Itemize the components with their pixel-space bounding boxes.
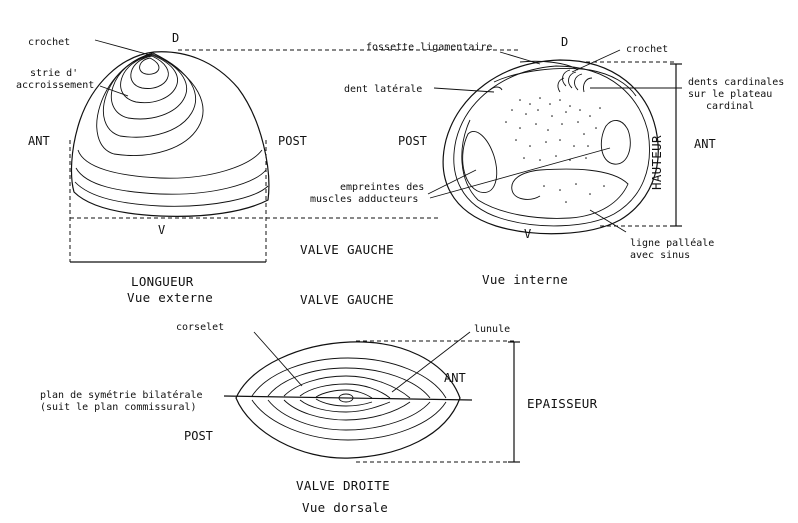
dorsal-rings xyxy=(251,357,447,441)
external-strie-leader xyxy=(99,85,129,97)
internal-view: fossette ligamentaire D crochet dent lat… xyxy=(310,35,784,287)
dorsal-commissure-line xyxy=(223,395,473,401)
external-view: crochet strie d' accroissement D ANT POS… xyxy=(16,31,520,305)
dorsal-post-label: POST xyxy=(184,429,213,443)
external-crochet-label: crochet xyxy=(28,37,70,48)
internal-dent-laterale-label: dent latérale xyxy=(344,83,422,95)
internal-anterior-muscle-scar xyxy=(600,120,631,165)
internal-empreintes-label-1: empreintes des xyxy=(340,182,424,193)
middle-valve-caption: VALVE GAUCHE xyxy=(300,292,394,307)
internal-pallial-line xyxy=(461,119,629,219)
internal-dents-card-label-3: cardinal xyxy=(706,101,754,112)
external-crochet-leader xyxy=(94,39,151,56)
dorsal-shell-outline xyxy=(235,341,461,459)
internal-inner-margin xyxy=(453,65,650,227)
internal-empreintes-label-2: muscles adducteurs xyxy=(310,194,418,205)
external-view-caption: Vue externe xyxy=(127,290,213,305)
internal-ligne-label-1: ligne palléale xyxy=(630,237,714,249)
internal-crochet-leader xyxy=(571,49,621,73)
dorsal-plan-label-1: plan de symétrie bilatérale xyxy=(40,389,203,401)
external-valve-caption: VALVE GAUCHE xyxy=(300,242,394,257)
external-shell-outline xyxy=(70,51,270,217)
internal-empreintes-leader-2 xyxy=(429,147,611,199)
internal-stipple xyxy=(505,97,605,203)
internal-ligament-pit xyxy=(519,60,579,71)
internal-ligne-leader xyxy=(589,209,627,233)
internal-d-label: D xyxy=(561,35,568,49)
external-growth-rings xyxy=(74,52,269,207)
dorsal-epaisseur-label: EPAISSEUR xyxy=(527,396,598,411)
internal-hauteur-label: HAUTEUR xyxy=(649,135,664,190)
internal-posterior-muscle-scar xyxy=(462,131,498,193)
internal-empreintes-leader-1 xyxy=(427,169,477,195)
internal-fossette-leader xyxy=(499,51,541,65)
dorsal-corselet-label: corselet xyxy=(176,322,224,333)
dorsal-corselet-leader xyxy=(253,331,303,387)
dorsal-view-caption: Vue dorsale xyxy=(302,500,388,515)
internal-crochet-label: crochet xyxy=(626,44,668,55)
dorsal-lunule-leader xyxy=(391,331,471,393)
external-post-label: POST xyxy=(278,134,307,148)
internal-hinge-plate xyxy=(493,68,637,97)
internal-dents-card-label-2: sur le plateau xyxy=(688,89,772,100)
external-strie-label-2: accroissement xyxy=(16,80,94,91)
dorsal-plan-label-2: (suit le plan commissural) xyxy=(40,402,197,413)
internal-shell-outline xyxy=(442,59,659,235)
internal-ligne-label-2: avec sinus xyxy=(630,250,690,261)
external-longueur-label: LONGUEUR xyxy=(131,274,194,289)
external-ant-label: ANT xyxy=(28,134,50,148)
dorsal-valve-caption: VALVE DROITE xyxy=(296,478,390,493)
external-v-label: V xyxy=(158,223,165,237)
internal-fossette-label: fossette ligamentaire xyxy=(366,42,492,53)
dorsal-view: corselet lunule ANT plan de symétrie bil… xyxy=(40,322,598,515)
internal-lateral-tooth xyxy=(489,86,503,91)
internal-v-label: V xyxy=(524,227,531,241)
internal-dents-card-label-1: dents cardinales xyxy=(688,77,784,88)
internal-post-label: POST xyxy=(398,134,427,148)
dorsal-lunule-label: lunule xyxy=(474,324,510,335)
dorsal-ant-label: ANT xyxy=(444,371,466,385)
external-d-label: D xyxy=(172,31,179,45)
internal-cardinal-teeth xyxy=(557,69,593,93)
internal-dent-laterale-leader xyxy=(433,87,495,93)
external-strie-label-1: strie d' xyxy=(30,68,78,79)
internal-ant-label: ANT xyxy=(694,137,716,151)
internal-view-caption: Vue interne xyxy=(482,272,568,287)
